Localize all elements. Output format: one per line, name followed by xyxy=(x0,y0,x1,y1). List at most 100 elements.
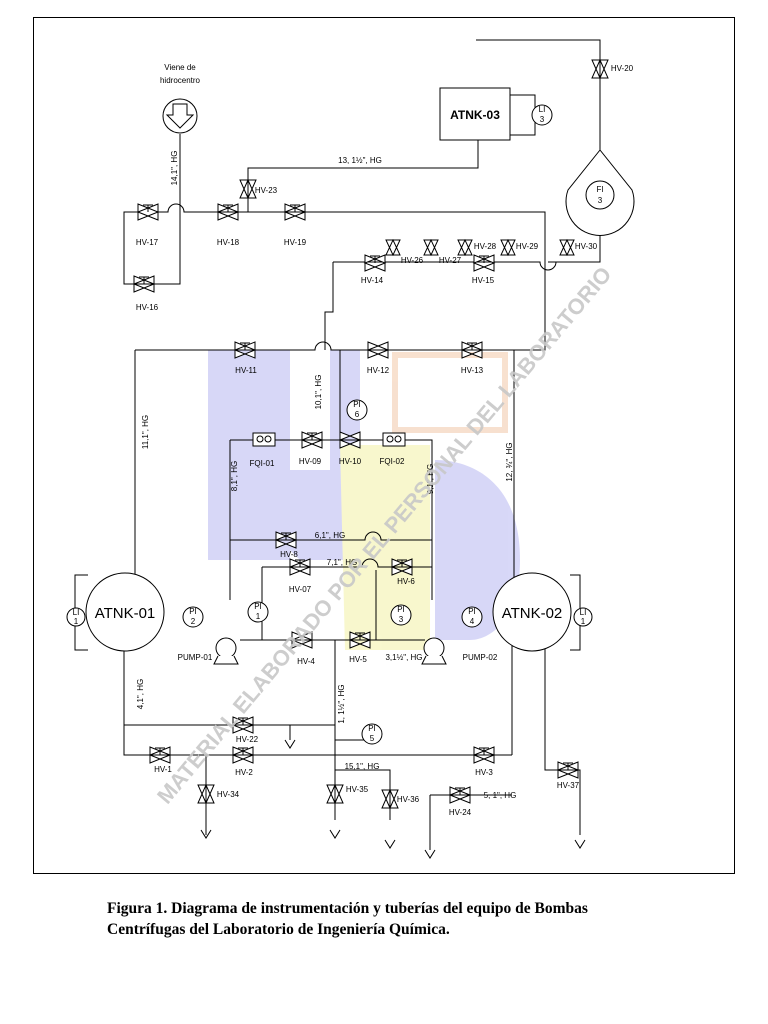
valve-hv-5 xyxy=(348,631,372,649)
svg-text:HV-14: HV-14 xyxy=(361,276,384,285)
valve-hv-28 xyxy=(457,238,473,257)
svg-text:3: 3 xyxy=(598,196,603,205)
svg-text:HV-24: HV-24 xyxy=(449,808,472,817)
valve-hv-18 xyxy=(216,203,240,221)
flow-meter-fqi-02: FQI-02 xyxy=(380,432,406,466)
pump-02: PUMP-02 xyxy=(421,637,498,665)
svg-text:HV-18: HV-18 xyxy=(217,238,240,247)
valve-hv-36 xyxy=(381,788,399,810)
svg-text:HV-34: HV-34 xyxy=(217,790,240,799)
pipe-labels: 13, 1½", HG 14,1", HG 11,1", HG 10,1", H… xyxy=(136,151,516,800)
figure-caption: Figura 1. Diagrama de instrumentación y … xyxy=(107,898,707,940)
svg-text:HV-26: HV-26 xyxy=(401,256,424,265)
svg-text:3,1½", HG: 3,1½", HG xyxy=(385,653,422,662)
svg-text:HV-29: HV-29 xyxy=(516,242,539,251)
valve-hv-35 xyxy=(326,783,344,805)
svg-text:HV-35: HV-35 xyxy=(346,785,369,794)
caption-line-1: Figura 1. Diagrama de instrumentación y … xyxy=(107,900,588,917)
valve-hv-2 xyxy=(231,746,255,764)
svg-text:1, 1½", HG: 1, 1½", HG xyxy=(337,684,346,723)
svg-text:5, 1", HG: 5, 1", HG xyxy=(484,791,517,800)
svg-text:3: 3 xyxy=(399,615,404,624)
pipes xyxy=(123,39,601,850)
svg-text:4,1", HG: 4,1", HG xyxy=(136,679,145,709)
valve-hv-10 xyxy=(338,431,362,449)
svg-text:HV-36: HV-36 xyxy=(397,795,420,804)
svg-text:12, ¾", HG: 12, ¾", HG xyxy=(505,442,514,481)
svg-text:8,1", HG: 8,1", HG xyxy=(230,461,239,491)
pump-01: PUMP-01 xyxy=(178,637,239,665)
svg-text:FI: FI xyxy=(596,185,603,194)
svg-text:PI: PI xyxy=(397,605,405,614)
valve-hv-19 xyxy=(283,203,307,221)
svg-text:HV-10: HV-10 xyxy=(339,457,362,466)
svg-text:HV-5: HV-5 xyxy=(349,655,367,664)
svg-text:4: 4 xyxy=(470,617,475,626)
source-label-1: Viene de xyxy=(164,63,196,72)
valve-hv-20 xyxy=(591,58,609,80)
instrument-pi-4: PI 4 xyxy=(461,606,483,628)
svg-text:HV-20: HV-20 xyxy=(611,64,634,73)
tank-atnk-02: ATNK-02 xyxy=(492,572,572,652)
tank-atnk-01: ATNK-01 xyxy=(85,572,165,652)
valve-hv-07 xyxy=(288,558,312,576)
svg-text:6,1", HG: 6,1", HG xyxy=(315,531,345,540)
valve-labels: HV-17 HV-18 HV-19 HV-16 HV-23 HV-20 HV-1… xyxy=(136,64,634,817)
valves xyxy=(132,58,609,810)
valve-hv-14 xyxy=(363,254,387,272)
svg-text:HV-15: HV-15 xyxy=(472,276,495,285)
svg-text:6: 6 xyxy=(355,410,360,419)
svg-text:PI: PI xyxy=(368,724,376,733)
valve-hv-23 xyxy=(239,178,257,200)
valve-hv-16 xyxy=(132,275,156,293)
svg-text:HV-19: HV-19 xyxy=(284,238,307,247)
svg-text:PI: PI xyxy=(353,400,361,409)
svg-text:11,1", HG: 11,1", HG xyxy=(141,415,150,449)
valve-hv-30 xyxy=(559,238,575,257)
diagram-frame xyxy=(33,17,735,874)
valve-hv-34 xyxy=(197,783,215,805)
source-arrow-icon xyxy=(162,98,198,134)
caption-line-2: Centrífugas del Laboratorio de Ingenierí… xyxy=(107,921,450,938)
svg-text:HV-11: HV-11 xyxy=(235,366,257,375)
valve-hv-1 xyxy=(148,746,172,764)
svg-text:LI: LI xyxy=(580,608,587,617)
svg-text:HV-30: HV-30 xyxy=(575,242,598,251)
svg-text:HV-27: HV-27 xyxy=(439,256,462,265)
valve-hv-6 xyxy=(390,558,414,576)
svg-text:HV-1: HV-1 xyxy=(154,765,172,774)
svg-text:3: 3 xyxy=(540,115,545,124)
valve-hv-27 xyxy=(423,238,439,257)
svg-text:15,1", HG: 15,1", HG xyxy=(345,762,380,771)
svg-text:HV-6: HV-6 xyxy=(397,577,415,586)
svg-text:PUMP-01: PUMP-01 xyxy=(178,653,213,662)
instrument-pi-2: PI 2 xyxy=(182,606,204,628)
svg-text:HV-16: HV-16 xyxy=(136,303,159,312)
svg-text:ATNK-03: ATNK-03 xyxy=(450,108,500,122)
svg-text:1: 1 xyxy=(581,617,586,626)
svg-text:10,1", HG: 10,1", HG xyxy=(314,375,323,410)
logo-background xyxy=(208,350,520,650)
svg-text:1: 1 xyxy=(74,617,79,626)
svg-text:HV-22: HV-22 xyxy=(236,735,259,744)
instrument-li-3: LI 3 xyxy=(531,104,553,126)
svg-text:HV-37: HV-37 xyxy=(557,781,580,790)
svg-text:HV-12: HV-12 xyxy=(367,366,390,375)
valve-hv-3 xyxy=(472,746,496,764)
svg-text:HV-3: HV-3 xyxy=(475,768,493,777)
valve-hv-12 xyxy=(366,341,390,359)
instrument-pi-6: PI 6 xyxy=(346,399,368,421)
svg-text:PUMP-02: PUMP-02 xyxy=(463,653,498,662)
svg-text:HV-2: HV-2 xyxy=(235,768,253,777)
svg-text:9,1", HG: 9,1", HG xyxy=(426,464,435,494)
valve-hv-29 xyxy=(500,238,516,257)
svg-text:LI: LI xyxy=(539,105,546,114)
instrument-li-1-right: LI 1 xyxy=(570,574,593,651)
svg-text:FQI-01: FQI-01 xyxy=(250,459,275,468)
source-label-2: hidrocentro xyxy=(160,76,201,85)
svg-text:FQI-02: FQI-02 xyxy=(380,457,405,466)
svg-text:HV-8: HV-8 xyxy=(280,550,298,559)
instrument-pi-1: PI 1 xyxy=(247,601,269,623)
valve-hv-15 xyxy=(472,254,496,272)
